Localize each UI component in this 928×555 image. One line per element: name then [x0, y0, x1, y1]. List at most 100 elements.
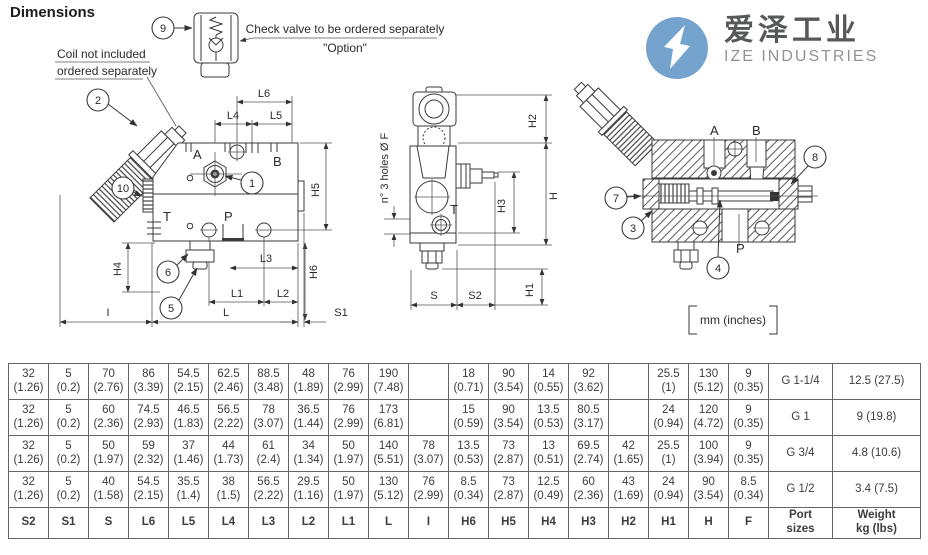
column-header: H5	[488, 507, 529, 539]
callout-7-label: 7	[613, 193, 619, 205]
front-view: 2 A B 1	[59, 88, 348, 327]
callout-7	[604, 186, 628, 210]
table-cell: 190 (7.48)	[368, 363, 409, 400]
table-cell: 5 (0.2)	[48, 435, 89, 472]
table-cell: 100 (3.94)	[688, 435, 729, 472]
table-cell: 25.5 (1)	[648, 435, 689, 472]
table-cell: 78 (3.07)	[408, 435, 449, 472]
callout-5-label: 5	[168, 303, 174, 315]
callout-8-label: 8	[812, 152, 818, 164]
table-cell: 76 (2.99)	[328, 363, 369, 400]
logo-mark-icon	[646, 17, 708, 79]
table-cell: 50 (1.97)	[88, 435, 129, 472]
table-cell: 73 (2.87)	[488, 471, 529, 508]
table-cell: 92 (3.62)	[568, 363, 609, 400]
side-view: T n° 3 holes Ø F	[379, 86, 560, 310]
dim-l: L	[223, 307, 229, 319]
table-cell: 173 (6.81)	[368, 399, 409, 436]
front-view-dimensions: L6 L4 L5 H5 H6 H4 L3 L1 L2	[59, 88, 348, 327]
table-cell: 3.4 (7.5)	[832, 471, 921, 508]
brand-name-cn: 爱泽工业	[724, 14, 860, 47]
callout-5	[159, 296, 183, 320]
table-cell: 13 (0.51)	[528, 435, 569, 472]
table-cell: 43 (1.69)	[608, 471, 649, 508]
column-header: H4	[528, 507, 569, 539]
dim-h2: H2	[527, 114, 539, 128]
column-header: S2	[8, 507, 49, 539]
callout-3	[621, 216, 645, 240]
table-cell: 8.5 (0.34)	[448, 471, 489, 508]
table-cell: 59 (2.32)	[128, 435, 169, 472]
column-header: S	[88, 507, 129, 539]
dim-l1: L1	[231, 288, 243, 300]
table-cell: 69.5 (2.74)	[568, 435, 609, 472]
column-header: Weight kg (lbs)	[832, 507, 921, 539]
table-cell: 50 (1.97)	[328, 435, 369, 472]
brand-name-en: IZE INDUSTRIES	[724, 48, 879, 65]
callout-6	[156, 260, 180, 284]
callout-10	[111, 176, 135, 200]
table-row: 32 (1.26)5 (0.2)50 (1.97)59 (2.32)37 (1.…	[8, 435, 921, 472]
table-cell: 56.5 (2.22)	[248, 471, 289, 508]
dim-h: H	[548, 192, 560, 200]
callout-1	[240, 171, 264, 195]
dim-s1: S1	[334, 307, 347, 319]
logo-text: 爱泽工业 IZE INDUSTRIES	[724, 14, 878, 66]
table-cell: 44 (1.73)	[208, 435, 249, 472]
coil-note-line1: Coil not included	[57, 47, 146, 61]
table-cell	[608, 399, 649, 436]
table-cell: 12.5 (27.5)	[832, 363, 921, 400]
section-a-label: A	[710, 123, 719, 138]
table-cell: 13.5 (0.53)	[448, 435, 489, 472]
column-header: H3	[568, 507, 609, 539]
table-cell: G 1/2	[768, 471, 833, 508]
callout-3-label: 3	[630, 223, 636, 235]
table-cell: 130 (5.12)	[368, 471, 409, 508]
table-cell: 32 (1.26)	[8, 471, 49, 508]
dim-h6: H6	[308, 265, 320, 279]
table-cell: 140 (5.51)	[368, 435, 409, 472]
table-cell: 13.5 (0.53)	[528, 399, 569, 436]
table-cell	[408, 399, 449, 436]
table-cell: 8.5 (0.34)	[728, 471, 769, 508]
dimension-drawing: 9 Check valve to be ordered separately "…	[55, 12, 827, 335]
page-title: Dimensions	[10, 4, 96, 21]
table-cell: G 1-1/4	[768, 363, 833, 400]
dim-l2: L2	[277, 288, 289, 300]
top-port-grooves	[185, 143, 278, 153]
dim-i: I	[106, 307, 109, 319]
table-cell: 90 (3.54)	[488, 363, 529, 400]
dim-l6: L6	[258, 88, 270, 100]
side-view-dimensions: H2 H H3 H1 S S2	[410, 94, 560, 310]
section-p-label: P	[736, 241, 745, 256]
dim-l5: L5	[270, 110, 282, 122]
table-cell: 5 (0.2)	[48, 399, 89, 436]
table-cell: 35.5 (1.4)	[168, 471, 209, 508]
table-row: 32 (1.26)5 (0.2)70 (2.76)86 (3.39)54.5 (…	[8, 363, 921, 400]
callout-9-label: 9	[160, 23, 166, 35]
table-cell: 80.5 (3.17)	[568, 399, 609, 436]
coil-note-line2: ordered separately	[57, 64, 157, 78]
dim-h5: H5	[310, 183, 322, 197]
table-cell: 9 (19.8)	[832, 399, 921, 436]
table-cell: 4.8 (10.6)	[832, 435, 921, 472]
dim-s2: S2	[468, 290, 481, 302]
table-cell: G 3/4	[768, 435, 833, 472]
callout-1-label: 1	[249, 178, 255, 190]
callout-2	[86, 88, 110, 112]
table-cell: 5 (0.2)	[48, 363, 89, 400]
dimensions-table: 32 (1.26)5 (0.2)70 (2.76)86 (3.39)54.5 (…	[8, 363, 921, 539]
port-b-label: B	[273, 154, 282, 169]
port-t-label: T	[163, 209, 171, 224]
table-cell: 73 (2.87)	[488, 435, 529, 472]
column-header: S1	[48, 507, 89, 539]
table-cell: 60 (2.36)	[88, 399, 129, 436]
section-solenoid-coil	[573, 81, 659, 167]
table-cell: 14 (0.55)	[528, 363, 569, 400]
dim-s: S	[430, 290, 437, 302]
table-cell: 78 (3.07)	[248, 399, 289, 436]
column-header: F	[728, 507, 769, 539]
callout-2-label: 2	[95, 95, 101, 107]
table-cell: 54.5 (2.15)	[128, 471, 169, 508]
